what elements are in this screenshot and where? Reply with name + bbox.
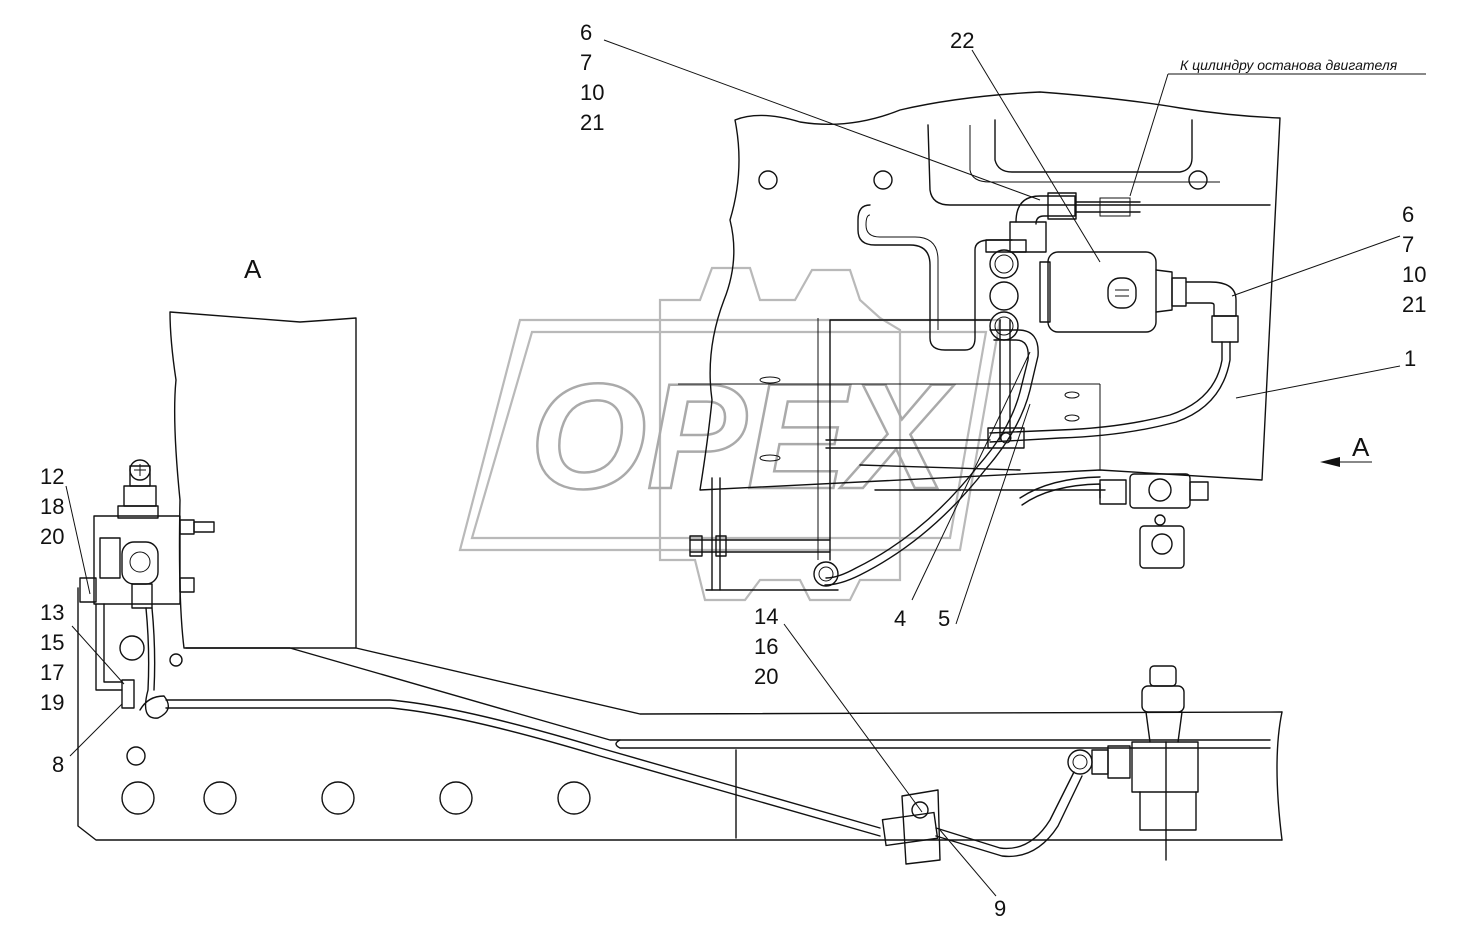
view-a-assembly	[79, 311, 357, 719]
svg-text:21: 21	[1402, 292, 1426, 317]
watermark-text: OPEX	[530, 352, 955, 520]
callout-9: 9	[994, 896, 1006, 921]
svg-text:13: 13	[40, 600, 64, 625]
callout-4: 4	[894, 606, 906, 631]
svg-text:6: 6	[580, 20, 592, 45]
svg-text:6: 6	[1402, 202, 1414, 227]
svg-text:7: 7	[1402, 232, 1414, 257]
svg-text:17: 17	[40, 660, 64, 685]
svg-text:15: 15	[40, 630, 64, 655]
callout-22: 22	[950, 28, 974, 53]
svg-text:19: 19	[40, 690, 64, 715]
svg-text:18: 18	[40, 494, 64, 519]
long-tube	[165, 699, 1083, 865]
svg-text:16: 16	[754, 634, 778, 659]
lower-bracket	[689, 477, 839, 591]
view-arrow: А	[1320, 432, 1372, 467]
leader-lines	[65, 39, 1426, 897]
svg-text:10: 10	[580, 80, 604, 105]
valve-22	[989, 251, 1239, 443]
frame-fitting-right	[1067, 665, 1199, 861]
svg-text:10: 10	[1402, 262, 1426, 287]
callout-6-7-10-21-top: 6 7 10 21	[580, 20, 604, 135]
svg-text:12: 12	[40, 464, 64, 489]
svg-text:20: 20	[40, 524, 64, 549]
callout-12-18-20: 12 18 20	[40, 464, 64, 549]
engine-cylinder-note: К цилиндру останова двигателя	[1180, 57, 1398, 73]
tee-fitting-right	[1019, 473, 1209, 569]
callout-5: 5	[938, 606, 950, 631]
view-arrow-label: А	[1352, 432, 1370, 462]
callout-14-16-20: 14 16 20	[754, 604, 778, 689]
callout-1: 1	[1404, 346, 1416, 371]
frame-rail	[77, 587, 1283, 841]
svg-text:14: 14	[754, 604, 778, 629]
svg-text:7: 7	[580, 50, 592, 75]
svg-text:20: 20	[754, 664, 778, 689]
callout-6-7-10-21-right: 6 7 10 21	[1402, 202, 1426, 317]
callout-13-15-17-19: 13 15 17 19	[40, 600, 64, 715]
engine-bracket-assembly	[678, 91, 1281, 491]
watermark-logo: OPEX	[458, 266, 1002, 602]
callout-8: 8	[52, 752, 64, 777]
view-label: А	[244, 254, 262, 284]
tube-loop-4-5	[813, 318, 1039, 587]
banjo-stack	[985, 192, 1141, 341]
svg-text:21: 21	[580, 110, 604, 135]
